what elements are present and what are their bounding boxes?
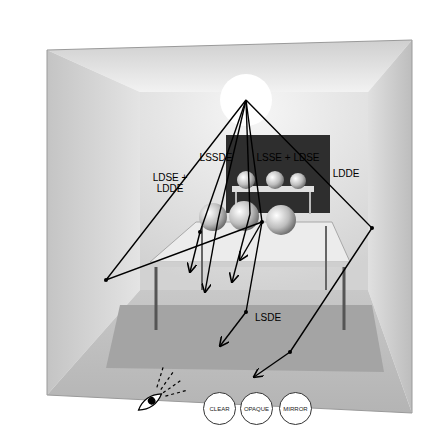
path-label: LSSDE — [194, 152, 238, 163]
button-circle: OPAQUE — [240, 392, 273, 425]
button-label: CLEAR — [209, 406, 229, 412]
floor-shadow — [106, 305, 384, 372]
ray-path — [240, 222, 262, 260]
table-leg — [155, 267, 158, 330]
button-label: OPAQUE — [244, 406, 269, 412]
sphere — [229, 201, 259, 231]
sphere — [266, 205, 296, 235]
room — [47, 40, 412, 413]
ray-path — [190, 232, 200, 272]
table-leg — [201, 226, 203, 290]
table-leg — [343, 267, 346, 330]
sphere — [237, 171, 255, 189]
table-scene — [150, 135, 350, 330]
path-label: LDSE + LDDE — [152, 172, 188, 194]
button-label: MIRROR — [283, 406, 307, 412]
sphere — [290, 173, 306, 189]
button-circle: MIRROR — [279, 392, 312, 425]
ray-path — [205, 220, 218, 292]
path-label: LSSE + LDSE — [250, 152, 326, 163]
sphere — [199, 203, 227, 231]
path-label: LSDE — [250, 312, 286, 323]
path-label: LDDE — [328, 168, 364, 179]
table-edge — [150, 262, 350, 267]
ray-path — [254, 352, 290, 377]
bounce-points — [104, 220, 374, 354]
shelf-leg — [309, 192, 311, 214]
eye-symbol — [126, 361, 190, 420]
button-circle: CLEAR — [203, 392, 236, 425]
room-frame — [47, 40, 412, 413]
ray-path — [246, 100, 262, 312]
table-leg — [325, 226, 327, 290]
ray-path — [200, 100, 246, 232]
light-paths — [106, 100, 372, 377]
sphere — [266, 171, 284, 189]
ray-path — [106, 100, 262, 280]
ray-path — [220, 312, 246, 346]
ray-path — [246, 100, 372, 352]
